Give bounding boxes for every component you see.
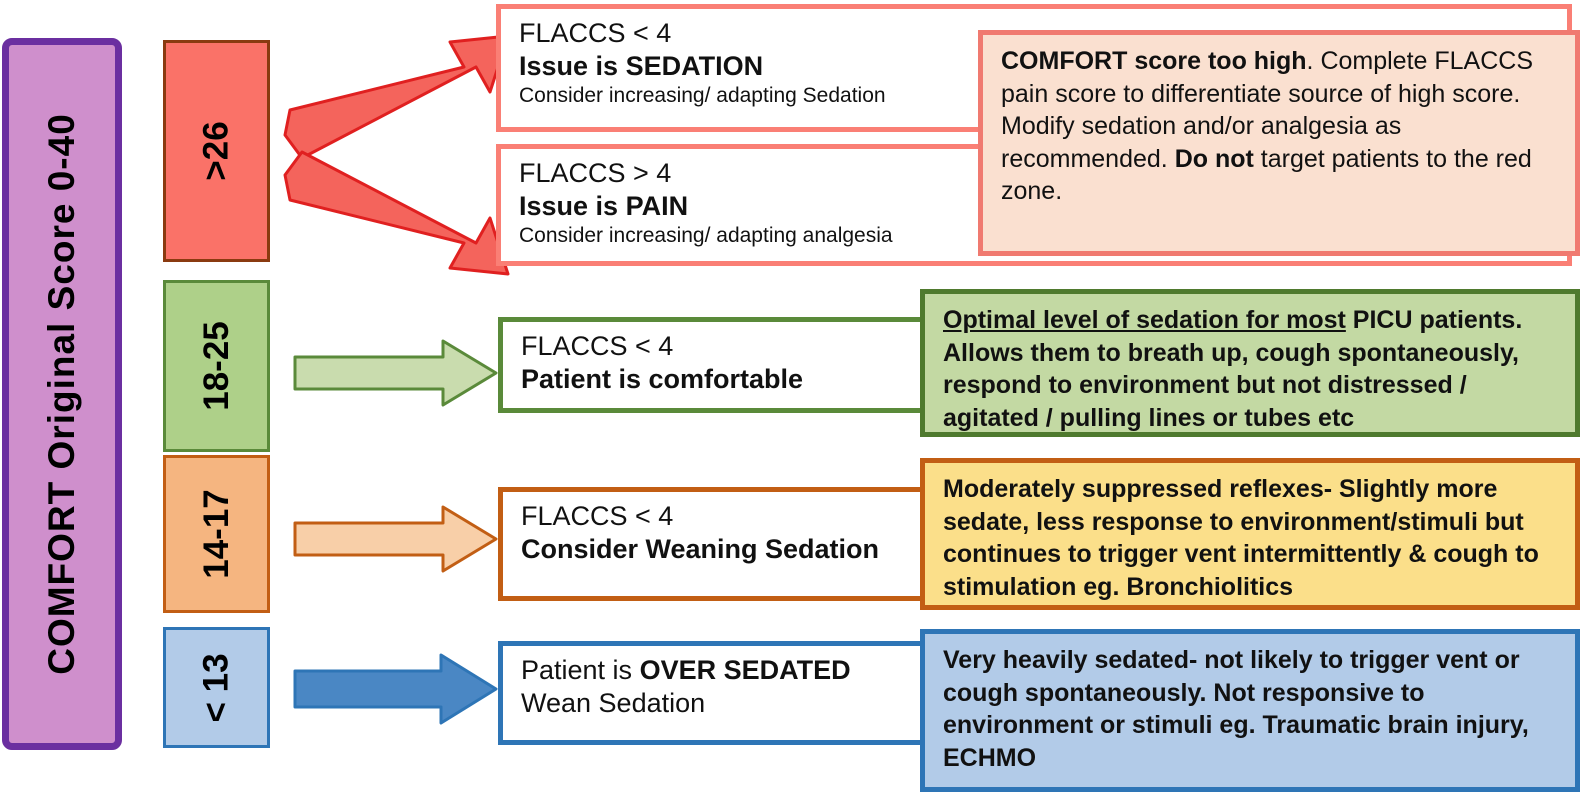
note-body: Very heavily sedated- not likely to trig… bbox=[943, 646, 1529, 772]
score-label: < 13 bbox=[196, 652, 236, 723]
score-block-over-26: >26 bbox=[163, 40, 270, 262]
issue-label: Patient is comfortable bbox=[521, 363, 804, 394]
note-box-orange-zone: Moderately suppressed reflexes- Slightly… bbox=[920, 458, 1580, 610]
note-underlined: Optimal level of sedation for most bbox=[943, 306, 1346, 334]
score-label: 14-17 bbox=[196, 489, 236, 579]
comfort-score-title-bar: COMFORT Original Score 0-40 bbox=[2, 38, 122, 750]
flaccs-threshold: FLACCS < 4 bbox=[519, 18, 672, 48]
score-block-14-17: 14-17 bbox=[163, 455, 270, 613]
arrow-right-icon bbox=[293, 505, 498, 573]
note-tail-bold: Do not bbox=[1174, 144, 1254, 173]
flaccs-threshold: FLACCS > 4 bbox=[519, 158, 672, 188]
score-label: 18-25 bbox=[196, 321, 236, 411]
advice-text: Consider increasing/ adapting analgesia bbox=[519, 223, 893, 247]
patient-is-text: Patient is bbox=[521, 655, 640, 685]
note-body: Moderately suppressed reflexes- Slightly… bbox=[943, 475, 1539, 601]
advice-text: Consider increasing/ adapting Sedation bbox=[519, 83, 886, 107]
note-box-red-zone: COMFORT score too high. Complete FLACCS … bbox=[978, 30, 1580, 256]
action-box-comfortable: FLACCS < 4 Patient is comfortable bbox=[498, 317, 946, 413]
note-box-blue-zone: Very heavily sedated- not likely to trig… bbox=[920, 629, 1580, 792]
page-title: COMFORT Original Score 0-40 bbox=[41, 113, 82, 675]
note-body: PICU patients. Allows them to breath up,… bbox=[943, 306, 1523, 432]
note-body: . Complete FLACCS pain score to differen… bbox=[1001, 47, 1534, 173]
score-block-18-25: 18-25 bbox=[163, 280, 270, 452]
arrow-right-icon bbox=[293, 339, 498, 407]
note-lead-bold: COMFORT score too high bbox=[1001, 47, 1307, 75]
issue-label: Issue is SEDATION bbox=[519, 50, 764, 81]
arrow-right-icon bbox=[293, 653, 498, 725]
flaccs-threshold: FLACCS < 4 bbox=[521, 501, 674, 531]
action-box-over-sedated: Patient is OVER SEDATED Wean Sedation bbox=[498, 641, 928, 745]
score-block-under-13: < 13 bbox=[163, 627, 270, 748]
arrow-up-right-icon bbox=[283, 34, 510, 160]
advice-text: Wean Sedation bbox=[521, 687, 706, 718]
score-label: >26 bbox=[196, 121, 236, 181]
note-tail: target patients to the red zone. bbox=[1001, 144, 1532, 206]
note-box-green-zone: Optimal level of sedation for most PICU … bbox=[920, 289, 1580, 437]
issue-label: Consider Weaning Sedation bbox=[521, 533, 880, 564]
issue-label: OVER SEDATED bbox=[639, 655, 851, 685]
action-box-weaning: FLACCS < 4 Consider Weaning Sedation bbox=[498, 487, 930, 601]
issue-label: Issue is PAIN bbox=[519, 190, 689, 221]
flaccs-threshold: FLACCS < 4 bbox=[521, 331, 674, 361]
arrow-down-right-icon bbox=[283, 150, 510, 276]
over-sedated-line: Patient is OVER SEDATED bbox=[521, 654, 923, 687]
